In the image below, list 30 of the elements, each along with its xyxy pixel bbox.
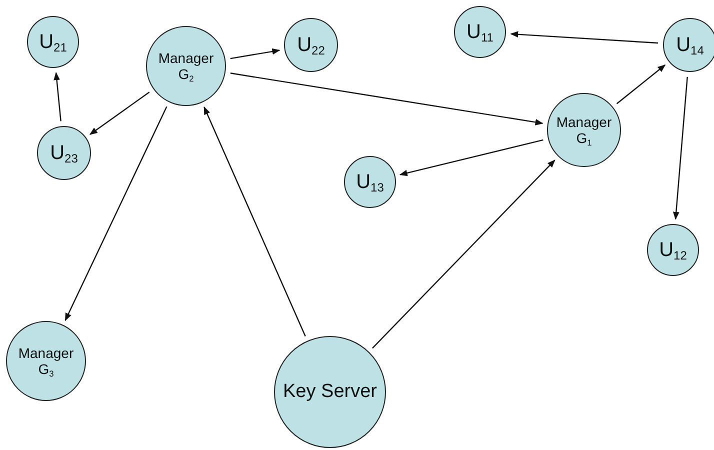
node-label: U$_{22}$ [296, 34, 326, 56]
node-circle [663, 18, 714, 72]
arrow [230, 48, 280, 60]
arrow [510, 31, 658, 44]
node-circle [547, 93, 621, 167]
node-label: U$_{21}$ [38, 30, 68, 54]
node-circle [454, 6, 506, 58]
arrow [399, 139, 544, 176]
node-circle [284, 18, 338, 72]
node-label: Key Server [282, 381, 378, 403]
node-circle [37, 126, 91, 180]
node-circle [27, 16, 79, 68]
node-label: U$_{12}$ [658, 238, 688, 262]
arrow [372, 160, 556, 349]
node-label: U$_{11}$ [466, 20, 494, 44]
node-label: U$_{23}$ [49, 142, 79, 164]
arrow [64, 106, 168, 322]
node-label: Manager G$_{1}$ [555, 114, 613, 146]
node-label: Manager G$_{2}$ [157, 50, 215, 82]
arrow [204, 106, 306, 336]
node-label: U$_{13}$ [355, 170, 385, 194]
arrow [616, 64, 666, 104]
arrow [672, 76, 688, 220]
node-label: Manager G$_{3}$ [17, 344, 75, 378]
arrow [54, 72, 62, 122]
arrow [89, 92, 150, 135]
node-circle [647, 224, 699, 276]
node-circle [344, 156, 396, 208]
node-label: U$_{14}$ [675, 34, 705, 56]
arrow [230, 72, 544, 126]
